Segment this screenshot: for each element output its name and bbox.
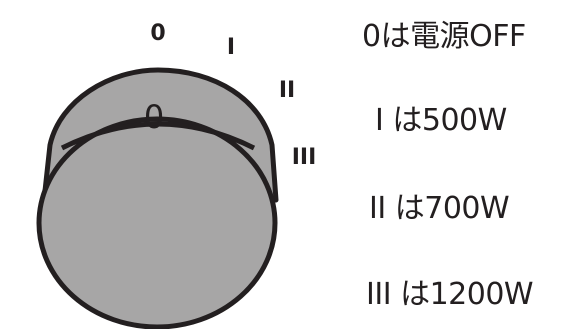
- scale-mark-II: II: [279, 78, 295, 103]
- legend-item-500w: I は500W: [375, 103, 507, 138]
- legend-item-off: 0は電源OFF: [362, 19, 526, 54]
- scale-mark-I: I: [227, 35, 235, 60]
- setting-legend: 0は電源OFF I は500W II は700W III は1200W: [362, 0, 573, 329]
- knob: 0: [36, 67, 279, 329]
- scale-mark-III: III: [292, 145, 317, 170]
- legend-item-700w: II は700W: [369, 191, 510, 226]
- scale-mark-0: 0: [150, 21, 165, 46]
- knob-indicator: 0: [144, 98, 164, 136]
- legend-item-1200w: III は1200W: [366, 277, 534, 312]
- knob-top-face: [36, 116, 278, 329]
- knob-rim-arc: [60, 121, 256, 151]
